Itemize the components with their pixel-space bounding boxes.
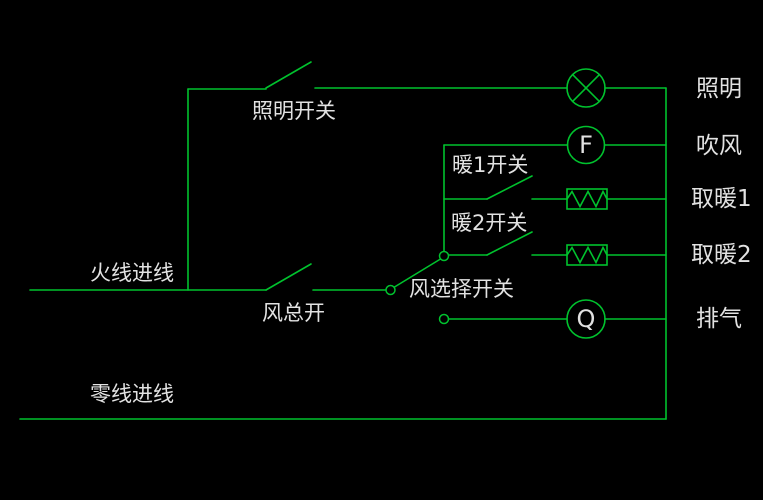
heater1-switch-label: 暖1开关 — [452, 153, 529, 177]
heater2-switch-blade — [486, 231, 533, 256]
exhaust-symbol-letter: Q — [577, 305, 596, 333]
fan-main-switch-blade — [265, 263, 312, 291]
load-heater2-label: 取暖2 — [691, 242, 752, 268]
neutral-wire-in-label: 零线进线 — [90, 382, 174, 406]
selector-lower-terminal — [438, 313, 450, 325]
lamp-symbol-cross — [572, 74, 600, 102]
load-lighting-label: 照明 — [696, 76, 742, 102]
live-wire-in-label: 火线进线 — [90, 261, 174, 285]
load-exhaust-label: 排气 — [696, 306, 742, 332]
selector-switch-blade — [393, 258, 442, 288]
lighting-switch-blade — [265, 61, 312, 89]
load-heater1-label: 取暖1 — [691, 186, 752, 212]
heater1-switch-blade — [486, 175, 533, 200]
heater2-switch-label: 暖2开关 — [451, 211, 528, 235]
lighting-switch-label: 照明开关 — [252, 99, 336, 123]
fan-main-switch-label: 风总开 — [262, 301, 325, 325]
heater1-element-zigzag — [566, 189, 608, 209]
heater2-element-zigzag — [566, 245, 608, 265]
load-blower-label: 吹风 — [696, 133, 742, 159]
fan-symbol-letter: F — [579, 131, 593, 159]
fan-selector-switch-label: 风选择开关 — [409, 277, 514, 301]
selector-common-terminal — [385, 284, 396, 296]
selector-upper-terminal — [438, 250, 450, 262]
